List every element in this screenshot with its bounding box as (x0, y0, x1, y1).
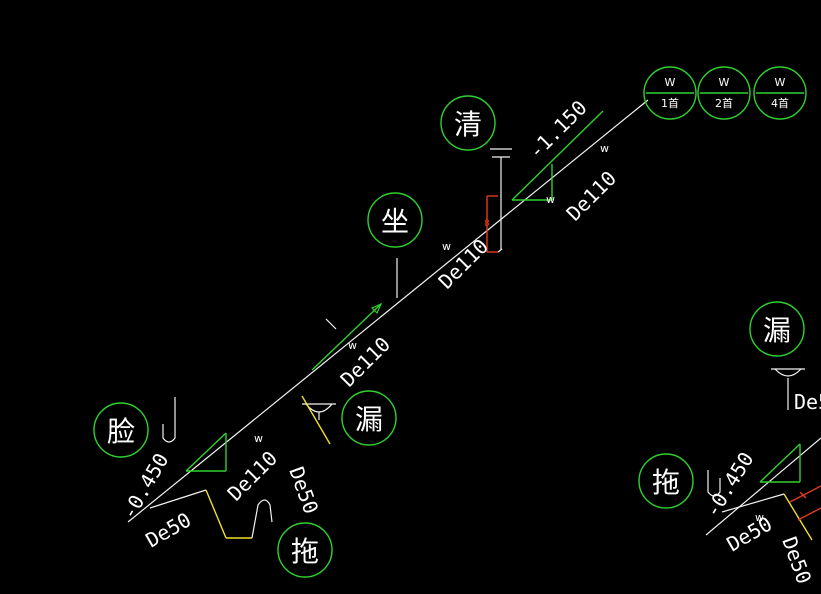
right-trap (707, 470, 721, 497)
riser-tag-3-top: W (775, 76, 786, 89)
flow-mark-5: w (254, 432, 263, 445)
washbasin-label: 脸 (107, 415, 135, 448)
mop-sink-right[interactable]: 拖 (638, 453, 694, 509)
branch-stub (311, 302, 383, 371)
pipe-size-branch-right-a: De50 (723, 511, 777, 556)
flow-mark-2: w (546, 193, 555, 206)
elevation-lower-right-text: -0.450 (700, 448, 759, 522)
washbasin-fixture[interactable]: 脸 (93, 397, 176, 458)
branch-left-de50: De50 (142, 489, 273, 552)
right-branch-pipe (721, 493, 785, 513)
elevation-lower-right: -0.450 (700, 443, 801, 522)
toilet-label: 坐 (381, 205, 409, 238)
cleanout-label: 清 (454, 108, 482, 141)
flow-mark-1: w (600, 142, 609, 155)
floor-drain-left[interactable]: 漏 De50 (284, 390, 397, 517)
main-drain-pipe (127, 99, 649, 523)
riser-tag-2-top: W (719, 76, 730, 89)
right-red-tick (799, 491, 807, 499)
pipe-size-main-upper: De110 (562, 166, 622, 226)
red-tag-text: 8 (484, 219, 490, 229)
flow-mark-3: w (442, 240, 451, 253)
red-section-marker: 8 (484, 195, 498, 253)
pipe-size-floor-drain-branch: De50 (284, 464, 323, 517)
riser-tag-1[interactable]: W 1首 (643, 66, 697, 120)
pipe-size-main-bottom: De110 (223, 446, 283, 506)
pipe-size-branch-right-top: De5 (794, 390, 821, 414)
pipe-size-main-lower: De110 (336, 332, 396, 392)
flow-mark-4: w (348, 339, 357, 352)
pipe-size-branch-right-b: De50 (777, 534, 816, 587)
right-branch-yellow (783, 493, 813, 541)
mop-sink-left[interactable]: 拖 (277, 522, 333, 578)
floor-drain-right[interactable]: 漏 De5 (749, 301, 821, 414)
mop-sink-right-label: 拖 (652, 466, 680, 499)
pipe-size-branch-left: De50 (142, 507, 196, 552)
riser-tag-3[interactable]: W 4首 (753, 66, 807, 120)
elevation-lower-left-text: -0.450 (117, 449, 174, 524)
riser-tag-1-bottom: 1首 (661, 96, 679, 110)
floor-drain-right-label: 漏 (763, 314, 791, 347)
toilet-fixture[interactable]: 坐 (367, 192, 423, 298)
right-red-line-1 (789, 485, 821, 503)
riser-tag-2-bottom: 2首 (715, 96, 733, 110)
flow-mark-6: w (755, 511, 764, 524)
right-drain-pipe (705, 437, 821, 536)
riser-tag-2[interactable]: W 2首 (697, 66, 751, 120)
cleanout-fixture[interactable]: 清 (440, 95, 512, 250)
riser-tag-1-top: W (665, 76, 676, 89)
right-red-line-2 (797, 507, 821, 521)
mop-sink-left-label: 拖 (291, 535, 319, 568)
floor-drain-left-label: 漏 (355, 403, 383, 436)
riser-tag-3-bottom: 4首 (771, 96, 789, 110)
